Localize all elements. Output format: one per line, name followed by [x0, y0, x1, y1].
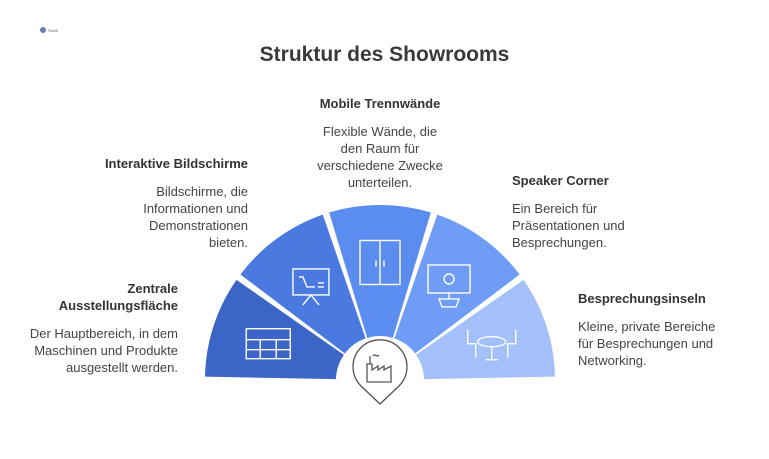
door-panel-icon	[359, 239, 401, 286]
section-title: Zentrale Ausstellungsfläche	[58, 281, 178, 313]
layout-grid-icon	[245, 327, 291, 360]
section-label-zentrale: Zentrale Ausstellungsfläche Der Hauptber…	[28, 280, 178, 376]
fan-segment	[205, 279, 344, 380]
speaker-podium-icon	[427, 264, 471, 308]
meeting-table-icon	[467, 329, 517, 361]
brand-logo: Smiirl	[40, 27, 58, 33]
section-title: Interaktive Bildschirme	[104, 156, 248, 171]
presentation-board-icon	[292, 268, 330, 306]
fan-segment	[416, 279, 555, 380]
center-pin	[352, 339, 408, 405]
section-description: Der Hauptbereich, in dem Maschinen und P…	[29, 326, 178, 375]
section-description: Bildschirme, die Informationen und Demon…	[143, 184, 248, 250]
section-description: Flexible Wände, die den Raum für verschi…	[317, 124, 443, 190]
section-title: Besprechungsinseln	[578, 291, 706, 306]
section-label-bildschirme: Interaktive Bildschirme Bildschirme, die…	[88, 155, 248, 251]
section-title: Speaker Corner	[512, 173, 609, 188]
fan-segment	[394, 214, 520, 354]
page-title: Struktur des Showrooms	[259, 43, 510, 66]
section-title: Mobile Trennwände	[319, 96, 441, 111]
factory-pin-icon	[366, 354, 392, 383]
logo-text: Smiirl	[48, 27, 58, 33]
section-description: Ein Bereich für Präsentationen und Bespr…	[512, 201, 625, 250]
fan-segment	[240, 214, 366, 354]
section-label-speaker: Speaker Corner Ein Bereich für Präsentat…	[512, 172, 642, 251]
section-label-trennwaende: Mobile Trennwände Flexible Wände, die de…	[300, 95, 460, 191]
logo-mark-icon	[40, 27, 46, 33]
section-description: Kleine, private Bereiche für Besprechung…	[578, 319, 716, 368]
section-label-besprechungsinseln: Besprechungsinseln Kleine, private Berei…	[578, 290, 718, 369]
